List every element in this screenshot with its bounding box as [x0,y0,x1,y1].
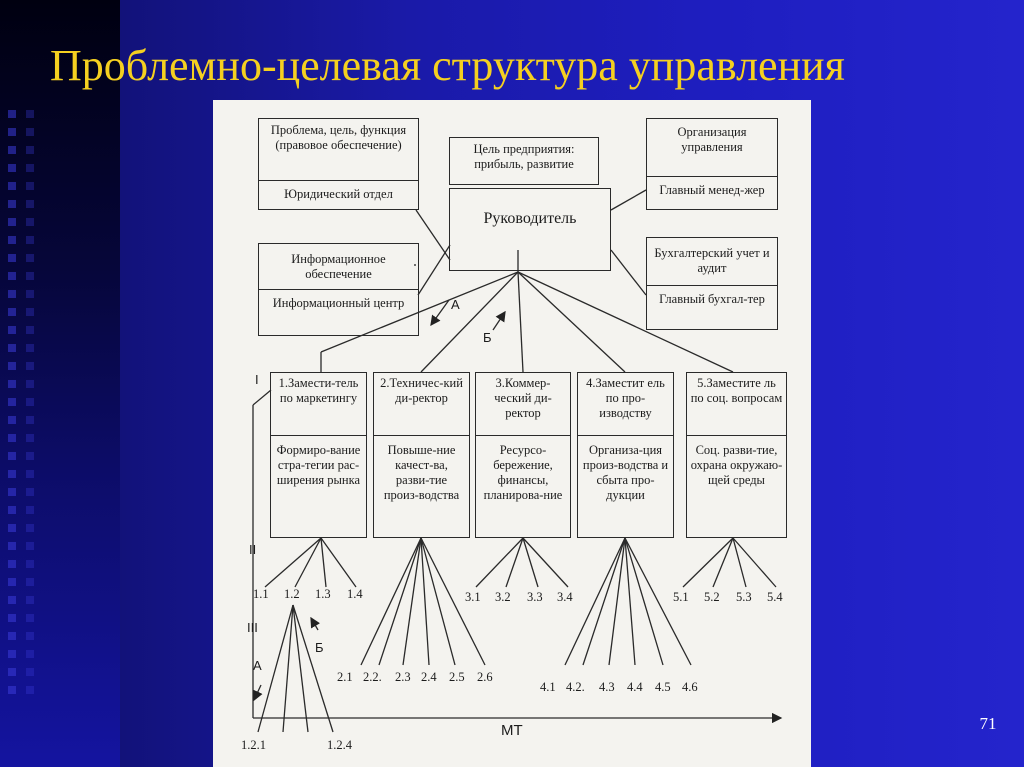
deputy-title: 3.Коммер-ческий ди-ректор [476,374,570,436]
information-support-box: Информационное обеспечение Информационны… [258,243,419,336]
sub-item-label: 4.2. [566,680,585,694]
sub-item-label: 5.1 [673,590,689,604]
accounting-audit-function: Бухгалтерский учет и аудит [647,244,777,286]
deputy-task: Формиро-вание стра-тегии рас-ширения рын… [276,443,361,487]
arrow-label-a-bottom: А [253,658,262,673]
enterprise-goal-box: Цель предприятия: прибыль, развитие [449,137,599,185]
information-center: Информационный центр [272,296,405,310]
axis-label-mt: МТ [501,722,523,739]
sub-item-label: 2.4 [421,670,437,684]
deputy-box-1: 1.Замести-тель по маркетингу Формиро-ван… [270,372,367,538]
sub-item-label: 5.3 [736,590,752,604]
manager-box: Руководитель [449,188,611,271]
deputy-title: 4.Заместит ель по про-изводству [578,374,673,436]
page-number: 71 [979,714,997,733]
management-organization-function: Организация управления [647,123,777,177]
decorative-left-strip [0,0,120,767]
sub-item-label: 1.4 [347,587,363,601]
arrow-label-a-top: А [451,297,460,312]
information-support-function: Информационное обеспечение [259,250,418,290]
sub-item-label: 3.2 [495,590,511,604]
sub-item-label: 1.2.1 [241,738,266,752]
chief-accountant: Главный бухгал-тер [659,292,765,306]
sub-item-label: 4.1 [540,680,556,694]
deputy-box-5: 5.Заместите ль по соц. вопросам Соц. раз… [686,372,787,538]
level-label-3: III [247,620,258,635]
sub-item-label: 5.4 [767,590,783,604]
deputy-title: 1.Замести-тель по маркетингу [271,374,366,436]
deputy-box-2: 2.Техничес-кий ди-ректор Повыше-ние каче… [373,372,470,538]
diagram-connectors [252,189,783,733]
deputy-task: Ресурсо-бережение, финансы, планирова-ни… [483,443,563,502]
arrow-label-b-bottom: Б [315,640,324,655]
sub-item-label: 2.1 [337,670,353,684]
sub-item-label: 1.3 [315,587,331,601]
sub-item-label: 3.4 [557,590,573,604]
decorative-dot-column [26,110,38,760]
sub-item-label: 4.3 [599,680,615,694]
sub-item-label: 1.1 [253,587,269,601]
sub-item-label: 1.2.4 [327,738,352,752]
deputy-task: Повыше-ние качест-ва, разви-тие произ-во… [383,443,460,502]
accounting-audit-box: Бухгалтерский учет и аудит Главный бухга… [646,237,778,330]
slide-title: Проблемно-целевая структура управления [50,41,845,90]
sub-item-label: 1.2 [284,587,300,601]
sub-item-label: 2.6 [477,670,493,684]
sub-item-label: 4.4 [627,680,643,694]
sub-item-label: 5.2 [704,590,720,604]
sub-item-label: 4.6 [682,680,698,694]
deputy-title: 5.Заместите ль по соц. вопросам [687,374,786,436]
legal-support-box: Проблема, цель, функция (правовое обеспе… [258,118,419,210]
management-organization-box: Организация управления Главный менед-жер [646,118,778,210]
sub-item-label: 4.5 [655,680,671,694]
org-structure-diagram: Проблема, цель, функция (правовое обеспе… [213,100,811,767]
legal-department: Юридический отдел [284,187,393,201]
general-manager: Главный менед-жер [659,183,765,197]
arrow-label-b-top: Б [483,330,492,345]
sub-item-label: 3.1 [465,590,481,604]
legal-support-function: Проблема, цель, функция (правовое обеспе… [259,121,418,181]
sub-item-label: 2.3 [395,670,411,684]
level-label-1: I [255,372,259,387]
level-label-2: II [249,542,257,557]
deputy-box-4: 4.Заместит ель по про-изводству Организа… [577,372,674,538]
sub-item-label: 2.2. [363,670,382,684]
deputy-box-3: 3.Коммер-ческий ди-ректор Ресурсо-береже… [475,372,571,538]
deputy-task: Соц. разви-тие, охрана окружаю-щей среды [690,443,783,487]
sub-item-label: 2.5 [449,670,465,684]
sub-item-label: 3.3 [527,590,543,604]
deputy-title: 2.Техничес-кий ди-ректор [374,374,469,436]
decorative-dot-column [8,110,20,760]
deputy-task: Организа-ция произ-водства и сбыта про-д… [582,443,669,502]
